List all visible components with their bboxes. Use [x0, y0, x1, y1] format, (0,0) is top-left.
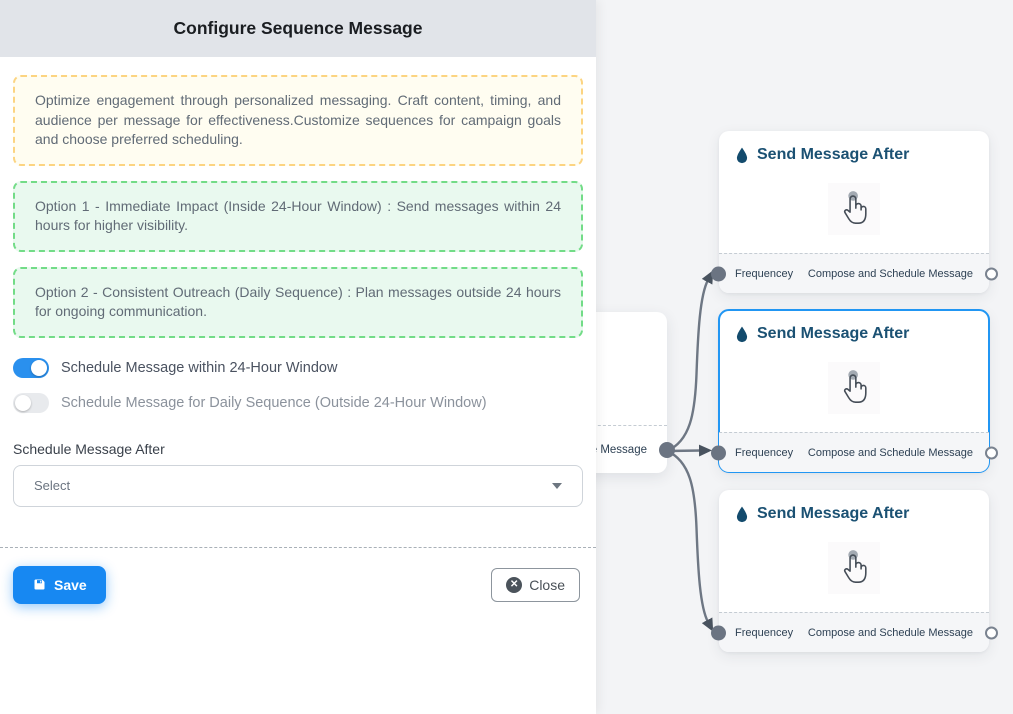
node-body	[719, 523, 989, 612]
toggle-row-within-24h: Schedule Message within 24-Hour Window	[13, 357, 583, 378]
node-title: Send Message After	[757, 505, 910, 522]
close-icon: ✕	[506, 576, 523, 593]
close-button[interactable]: ✕ Close	[491, 567, 580, 602]
target-handle[interactable]	[711, 266, 726, 281]
toggle-within-24h-label: Schedule Message within 24-Hour Window	[61, 359, 338, 376]
toggle-daily-sequence[interactable]	[13, 392, 49, 413]
toggle-daily-sequence-label: Schedule Message for Daily Sequence (Out…	[61, 394, 487, 411]
schedule-after-label: Schedule Message After	[13, 440, 165, 457]
click-hand-icon	[828, 541, 880, 594]
button-row: Save ✕ Close	[13, 565, 580, 604]
node-title: Send Message After	[757, 325, 910, 342]
partial-footer-label: ce Message	[584, 443, 647, 456]
footer-label-frequency: Frequencey	[735, 267, 794, 280]
footer-label-compose: Compose and Schedule Message	[807, 446, 973, 459]
node-title: Send Message After	[757, 146, 910, 163]
click-hand-icon	[828, 182, 880, 235]
node-footer: Frequencey Compose and Schedule Message	[711, 612, 998, 652]
toggle-knob	[15, 394, 31, 411]
footer-label-frequency: Frequencey	[735, 446, 794, 459]
node-header: Send Message After	[719, 310, 989, 343]
close-button-label: Close	[529, 576, 565, 593]
schedule-after-select[interactable]: Select	[13, 464, 583, 507]
save-button-label: Save	[54, 576, 87, 593]
droplet-icon	[736, 326, 748, 342]
option1-box: Option 1 - Immediate Impact (Inside 24-H…	[13, 180, 583, 252]
toggle-row-daily-sequence: Schedule Message for Daily Sequence (Out…	[13, 392, 583, 413]
footer-label-frequency: Frequencey	[735, 626, 794, 639]
toggle-within-24h[interactable]	[13, 357, 49, 378]
select-value: Select	[34, 478, 71, 493]
source-handle[interactable]	[985, 626, 998, 639]
node-send-message-after-2[interactable]: Send Message After Frequencey Compose an…	[711, 309, 998, 473]
target-handle[interactable]	[711, 445, 726, 460]
save-disk-icon	[34, 579, 45, 590]
node-body	[719, 164, 989, 253]
node-header: Send Message After	[719, 490, 989, 523]
node-send-message-after-1[interactable]: Send Message After Frequencey Compose an…	[711, 131, 998, 293]
footer-divider	[0, 546, 596, 548]
edge-to-bottom-node	[666, 449, 714, 632]
node-body	[719, 343, 989, 432]
click-hand-icon	[828, 361, 880, 414]
config-panel: Configure Sequence Message Optimize enga…	[0, 0, 596, 604]
save-button[interactable]: Save	[13, 565, 106, 604]
toggle-knob	[31, 359, 47, 376]
edge-to-top-node	[666, 270, 714, 453]
node-header: Send Message After	[719, 131, 989, 164]
source-handle[interactable]	[985, 446, 998, 459]
option2-box: Option 2 - Consistent Outreach (Daily Se…	[13, 266, 583, 338]
source-handle[interactable]	[659, 441, 675, 458]
info-box: Optimize engagement through personalized…	[13, 75, 583, 166]
droplet-icon	[736, 506, 748, 522]
source-handle[interactable]	[985, 267, 998, 280]
target-handle[interactable]	[711, 625, 726, 640]
node-footer: Frequencey Compose and Schedule Message	[711, 432, 998, 472]
footer-label-compose: Compose and Schedule Message	[807, 267, 973, 280]
page-title: Configure Sequence Message	[173, 18, 423, 38]
droplet-icon	[736, 147, 748, 163]
partial-node-footer: ce Message	[552, 425, 675, 473]
chevron-down-icon	[552, 482, 562, 489]
footer-label-compose: Compose and Schedule Message	[807, 626, 973, 639]
node-send-message-after-3[interactable]: Send Message After Frequencey Compose an…	[711, 490, 998, 652]
panel-header: Configure Sequence Message	[0, 0, 596, 57]
node-footer: Frequencey Compose and Schedule Message	[711, 253, 998, 293]
